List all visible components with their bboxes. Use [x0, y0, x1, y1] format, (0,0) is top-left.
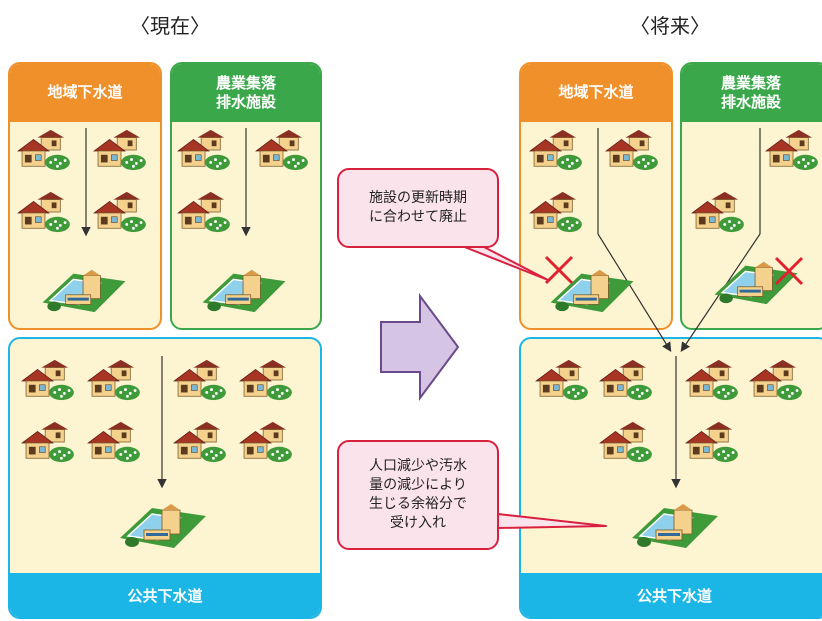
- transition-arrow-icon: [380, 292, 460, 402]
- panel-header-line2: 排水施設: [215, 93, 276, 111]
- heading-current: 〈現在〉: [130, 14, 210, 38]
- panel-header: 農業集落 排水施設: [682, 64, 822, 122]
- panel-future-agri-drainage: 農業集落 排水施設: [680, 62, 822, 330]
- panel-future-local-sewer: 地域下水道: [519, 62, 673, 330]
- callout-absorb: 人口減少や汚水 量の減少により 生じる余裕分で 受け入れ: [337, 440, 499, 550]
- panel-header: 農業集落 排水施設: [172, 64, 320, 122]
- heading-future: 〈将来〉: [630, 14, 710, 38]
- panel-header: 地域下水道: [10, 64, 160, 122]
- panel-future-public-sewer: 公共下水道: [519, 337, 822, 619]
- panel-footer: 公共下水道: [10, 573, 320, 617]
- panel-current-local-sewer: 地域下水道: [8, 62, 162, 330]
- callout-abolish: 施設の更新時期 に合わせて廃止: [337, 168, 499, 248]
- panel-current-agri-drainage: 農業集落 排水施設: [170, 62, 322, 330]
- panel-header-line2: 排水施設: [720, 93, 781, 111]
- panel-header-line1: 農業集落: [720, 73, 781, 92]
- panel-footer: 公共下水道: [521, 573, 822, 617]
- panel-header-line1: 農業集落: [215, 73, 276, 92]
- panel-header: 地域下水道: [521, 64, 671, 122]
- panel-current-public-sewer: 公共下水道: [8, 337, 322, 619]
